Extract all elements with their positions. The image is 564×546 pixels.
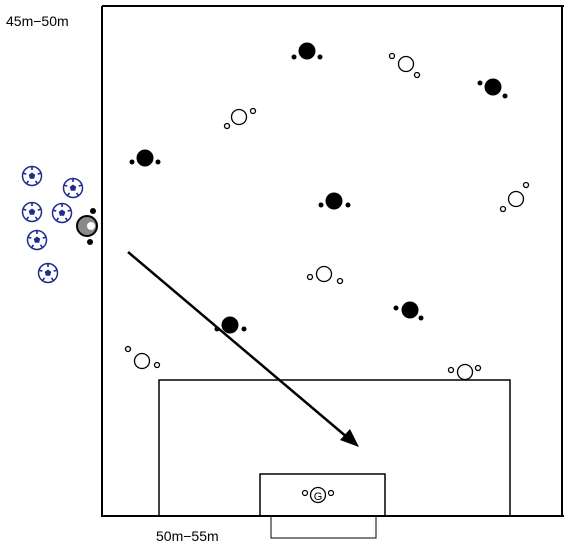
soccer-ball-icon	[62, 177, 84, 199]
distance-label-bottom: 50m−55m	[156, 528, 219, 544]
light-player-icon	[447, 363, 482, 381]
penalty-box	[158, 379, 511, 516]
dark-player-icon	[129, 149, 161, 167]
dark-player-icon	[291, 42, 323, 60]
soccer-ball-icon	[21, 201, 43, 223]
pass-arrow	[127, 251, 359, 447]
dark-player-icon	[214, 316, 247, 334]
dark-player-icon	[477, 78, 508, 99]
goal	[270, 516, 377, 539]
dark-player-icon	[393, 301, 424, 321]
soccer-ball-icon	[21, 165, 43, 187]
coach-icon	[76, 208, 98, 245]
goal-area	[259, 473, 386, 516]
light-player-icon	[124, 345, 161, 370]
soccer-ball-icon	[26, 229, 48, 251]
soccer-ball-icon	[51, 202, 73, 224]
field-boundary	[101, 6, 564, 517]
goalkeeper-icon: G	[301, 486, 335, 504]
light-player-icon	[388, 52, 421, 79]
soccer-ball-icon	[37, 262, 59, 284]
light-player-icon	[499, 181, 530, 213]
distance-label-top: 45m−50m	[6, 13, 69, 29]
light-player-icon	[223, 107, 257, 130]
light-player-icon	[306, 265, 344, 285]
dark-player-icon	[318, 192, 351, 210]
goalkeeper-mark: G	[314, 491, 323, 503]
